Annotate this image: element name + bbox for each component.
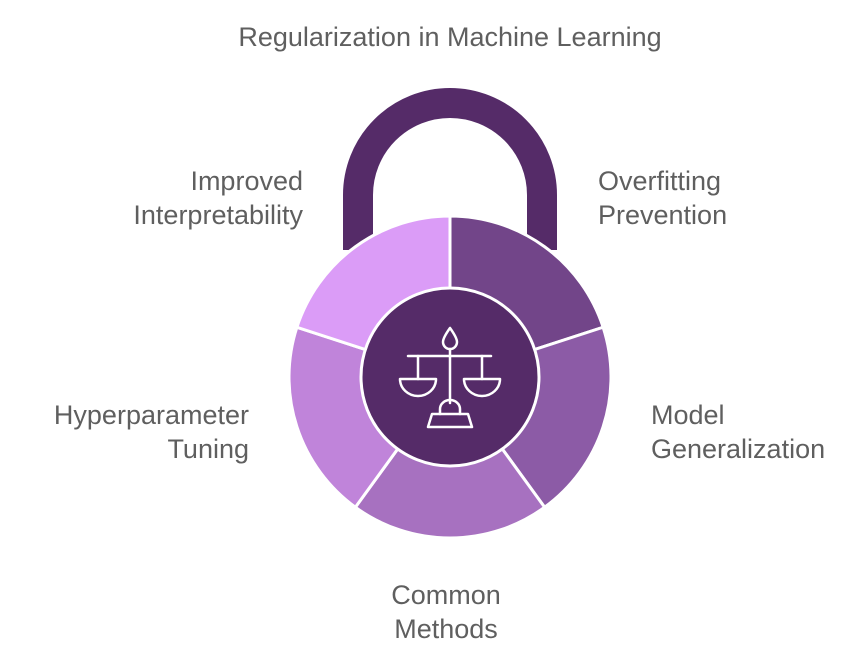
label-line: Hyperparameter [53, 400, 249, 430]
lock-shackle [343, 88, 557, 250]
label-line: Model [651, 400, 725, 430]
label-overfitting-prevention: Overfitting Prevention [598, 164, 727, 232]
label-line: Generalization [651, 434, 826, 464]
label-common-methods: Common Methods [346, 578, 546, 646]
label-model-generalization: Model Generalization [651, 398, 825, 466]
balance-scale-icon [398, 326, 502, 429]
label-line: Common [391, 580, 501, 610]
label-line: Prevention [598, 200, 728, 230]
diagram-title: Regularization in Machine Learning [238, 22, 662, 52]
label-hyperparameter-tuning: Hyperparameter Tuning [54, 398, 249, 466]
label-line: Interpretability [133, 200, 303, 230]
label-line: Tuning [167, 434, 249, 464]
label-improved-interpretability: Improved Interpretability [133, 164, 303, 232]
label-line: Improved [190, 166, 303, 196]
label-line: Overfitting [598, 166, 722, 196]
label-line: Methods [394, 614, 498, 644]
